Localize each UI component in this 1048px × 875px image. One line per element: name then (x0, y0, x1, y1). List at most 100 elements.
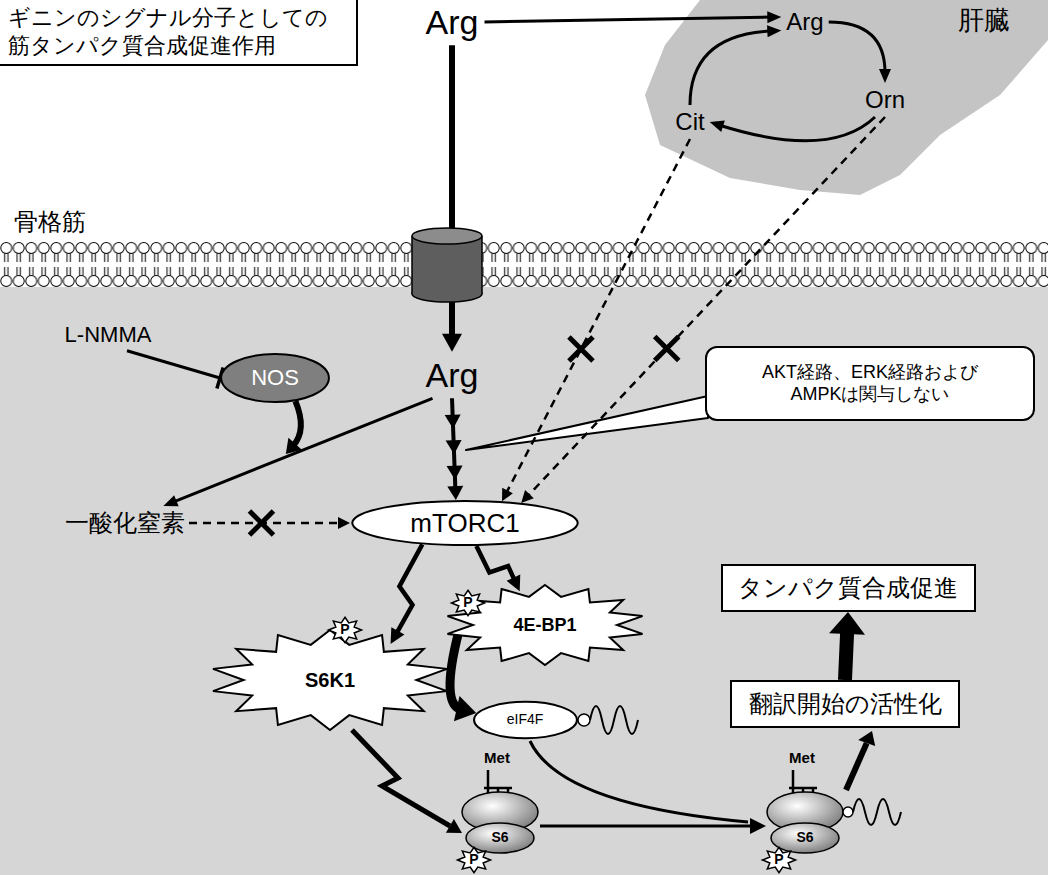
block-cross (569, 337, 593, 361)
burst-shape (763, 847, 796, 873)
connector-line (690, 31, 771, 105)
node-text: Arg (426, 354, 479, 397)
transporter-body (412, 236, 482, 294)
block-cross (249, 511, 273, 535)
connector-line (173, 398, 432, 502)
liver-region: 肝臓ArgOrnCit (640, 0, 1048, 200)
block-cross (655, 337, 679, 361)
ribosome (767, 770, 901, 853)
arrow-head (391, 627, 405, 644)
title-box: ギニンのシグナル分子としての 筋タンパク質合成促進作用 (0, 0, 358, 66)
ribosomal-protein-label: S6 (491, 830, 508, 845)
node-text: タンパク質合成促進 (738, 573, 958, 603)
phospho-text: P (774, 852, 783, 867)
arrow-head (502, 488, 513, 501)
ellipse-shape (352, 501, 577, 545)
connector-line (506, 139, 690, 493)
conversion-arrow (163, 398, 432, 506)
arrow-head (163, 495, 178, 506)
phosphorylation-arrow (391, 544, 423, 644)
ellipse-shape (474, 702, 577, 738)
blocked-arrow (521, 117, 885, 503)
label-text: S6 (491, 830, 508, 845)
molecule-label: Orn (860, 83, 910, 117)
activation-line (293, 401, 301, 446)
phospho-text: P (469, 852, 478, 867)
connector-line (485, 17, 771, 22)
node-text: Arg (426, 1, 479, 44)
star-shape (448, 585, 643, 665)
connector-line (829, 22, 885, 73)
star-shape (213, 630, 447, 730)
arrow-head (447, 486, 463, 500)
tissue-ground (0, 287, 1048, 875)
node-text: mTORC1 (410, 507, 519, 540)
arrow-head (521, 490, 534, 503)
cycle-arrow (690, 25, 781, 105)
arrow-head (446, 819, 462, 833)
arrow-head (454, 696, 476, 721)
ribosomal-protein-label: S6 (796, 830, 813, 845)
connector-line (396, 544, 422, 634)
arrow-head (286, 438, 302, 454)
flow-arrow (540, 825, 752, 828)
inhibition-line (127, 351, 223, 389)
mrna-strand (590, 706, 638, 734)
mrna-cap (843, 807, 853, 817)
molecule-label: Arg (420, 0, 485, 45)
label-text: S6 (796, 830, 813, 845)
molecule-label: Arg (781, 5, 828, 39)
arrow-head (710, 120, 725, 131)
transporter-base (412, 286, 482, 302)
burst-shape (458, 847, 491, 873)
flow-arrow (846, 743, 867, 790)
molecule-label: 一酸化窒素 (61, 506, 189, 540)
node-text: NOS (251, 364, 299, 392)
connector-line (527, 117, 885, 496)
arrow-head (767, 25, 781, 37)
organ-outline (645, 0, 1048, 195)
arrow-head (445, 415, 461, 429)
node-text: L-NMMA (65, 321, 152, 349)
cycle-arrow (710, 117, 875, 141)
blocked-arrow (502, 139, 690, 501)
node-text: Orn (865, 85, 905, 115)
phospho-mark: P (457, 847, 491, 873)
joining-line (530, 741, 748, 822)
phosphorylation-arrow (352, 730, 450, 826)
arrow-head (767, 11, 781, 23)
mrna-cap (578, 714, 590, 726)
label-text: Met (789, 750, 815, 767)
result-arrow (829, 612, 865, 680)
phosphorylation-arrow (476, 546, 520, 591)
methionine-label: Met (789, 750, 815, 767)
activation-arrow (286, 401, 302, 454)
phospho-text: P (463, 595, 472, 610)
ellipse-shape (221, 354, 329, 402)
ribosome-small-subunit (466, 823, 534, 853)
arrow-head (507, 575, 521, 592)
arrow-head (338, 517, 350, 529)
node-text: AKT経路、ERK経路および AMPKは関与しない (720, 361, 1020, 406)
phospho-mark: P (328, 617, 362, 643)
transporter-side (412, 236, 482, 294)
node-text: ギニンのシグナル分子としての 筋タンパク質合成促進作用 (8, 4, 342, 59)
factor-ellipse: eIF4F (473, 701, 578, 739)
connector-line (845, 629, 847, 681)
muscle-region: 骨格筋ArgL-NMMANOSAKT経路、ERK経路および AMPKは関与しない… (0, 287, 1048, 875)
arrow-head (750, 818, 766, 834)
arrow-head (879, 69, 891, 83)
node-text: 一酸化窒素 (65, 508, 185, 538)
inhibitor-label: L-NMMA (61, 319, 156, 351)
connector-line (449, 45, 455, 338)
transporter (412, 228, 482, 302)
process-box: 翻訳開始の活性化 (730, 680, 960, 728)
callout-tail (466, 396, 708, 450)
callout-box: AKT経路、ERK経路および AMPKは関与しない (705, 346, 1035, 421)
molecule-label: Arg (420, 352, 485, 399)
signal-arrow (445, 398, 464, 500)
burst-shape (329, 617, 362, 643)
